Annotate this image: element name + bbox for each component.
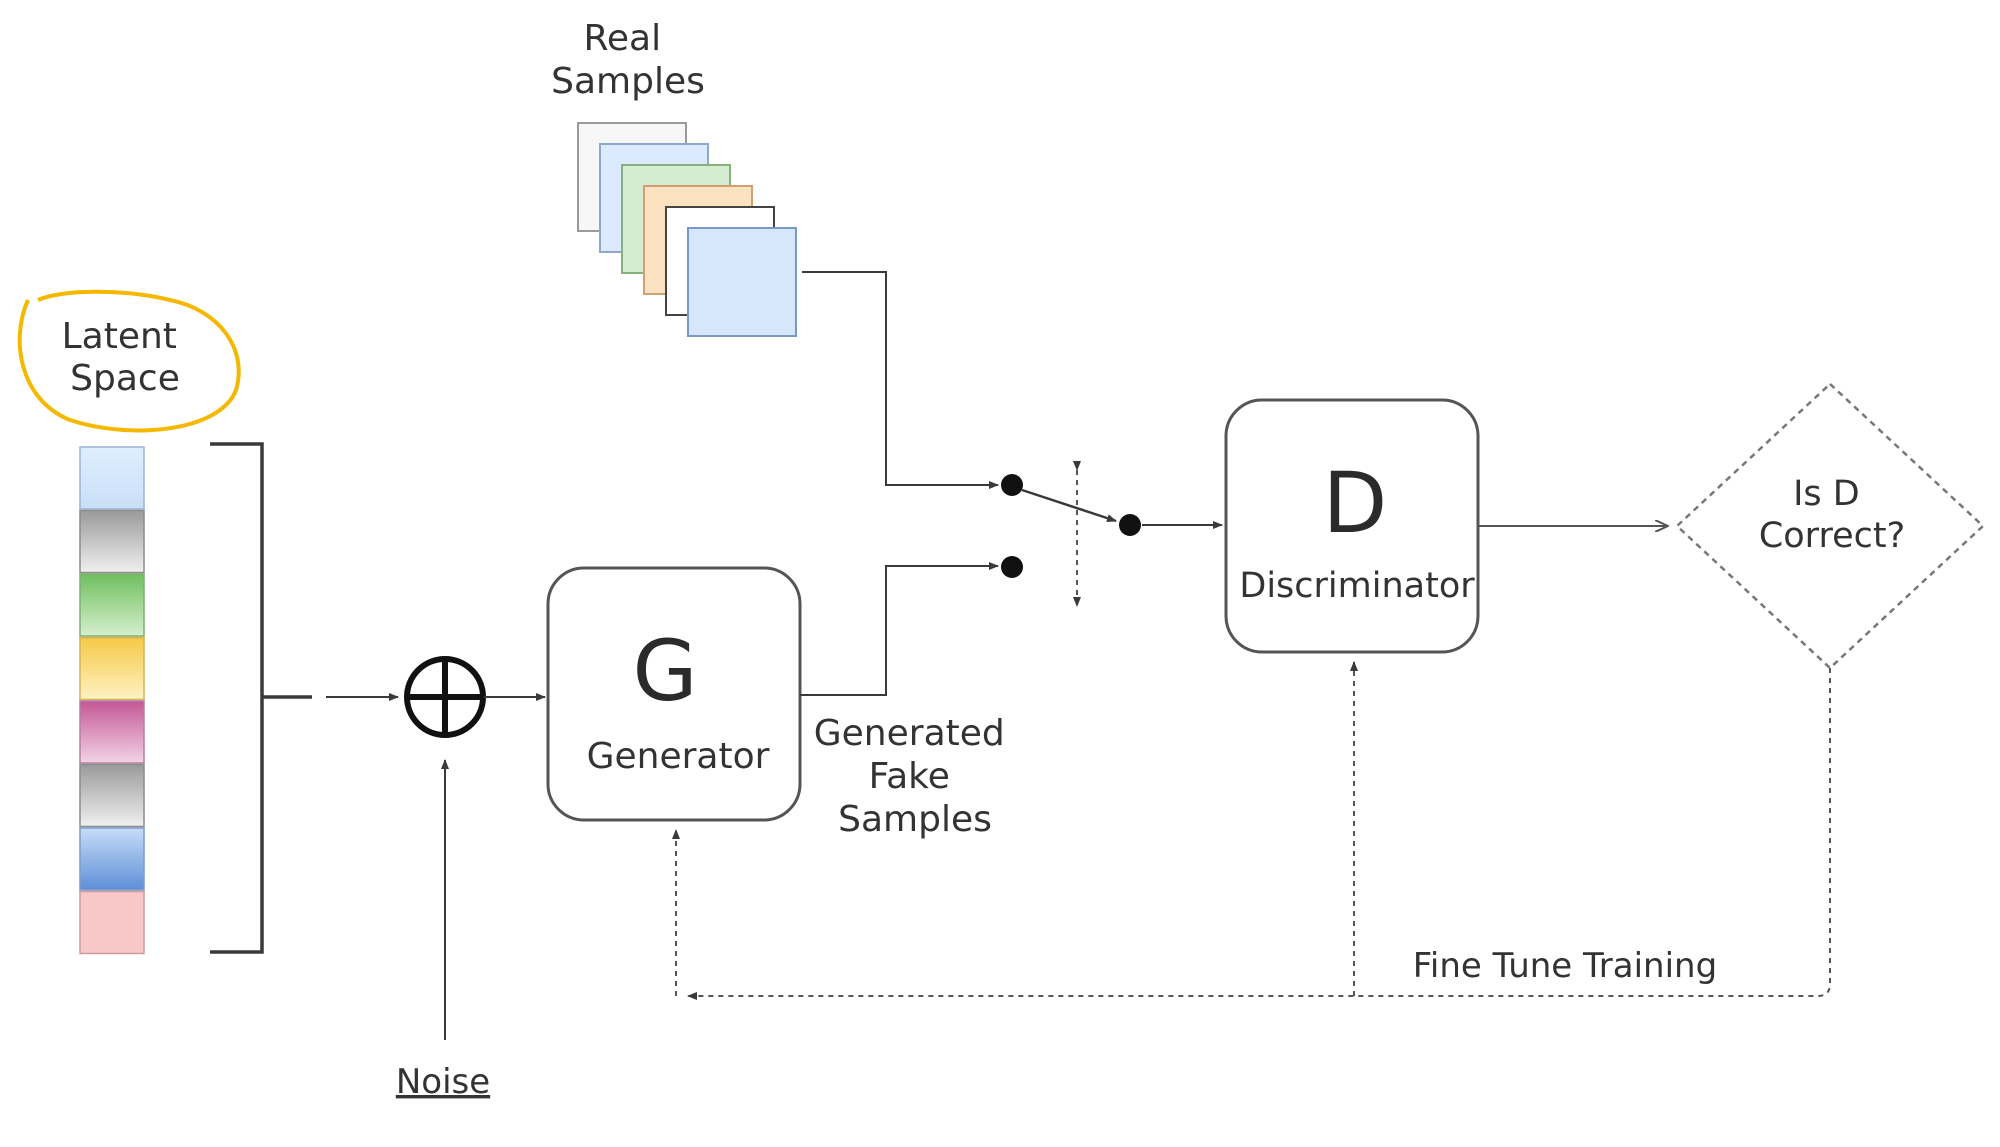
- fake-samples-label: Generated Fake Samples: [814, 713, 1016, 840]
- fine-tune-label: Fine Tune Training: [1413, 946, 1717, 986]
- noise-label: Noise: [396, 1062, 490, 1102]
- generator-label: Generator: [587, 736, 770, 777]
- discriminator-letter: D: [1323, 454, 1388, 552]
- latent-cell-green: [79, 573, 145, 637]
- switch-pivot: [1119, 514, 1141, 536]
- latent-vector: [79, 446, 145, 955]
- latent-cell-gray: [79, 509, 145, 574]
- real-samples-label: Real Samples: [551, 18, 705, 102]
- latent-space-label: Latent Space: [62, 316, 189, 399]
- generator-output-path: [800, 562, 999, 696]
- sum-node-icon: [404, 656, 486, 738]
- latent-space-highlight-circle: [17, 289, 241, 433]
- switch-lever: [1021, 488, 1117, 523]
- decision-diamond: [1675, 382, 1985, 670]
- generator-letter: G: [632, 622, 697, 720]
- latent-cell-blue: [79, 827, 145, 891]
- latent-cell-gray-2: [79, 763, 145, 828]
- real-samples-stack: [577, 122, 797, 337]
- discriminator-label: Discriminator: [1239, 566, 1475, 606]
- switch-contact-real: [1001, 474, 1023, 496]
- latent-cell-yellow: [79, 636, 145, 701]
- switch-contact-fake: [1001, 556, 1023, 578]
- latent-cell-light-blue: [79, 446, 145, 510]
- decision-label: Is D Correct?: [1759, 474, 1905, 556]
- sample-card-blue-front: [687, 227, 797, 337]
- latent-cell-rose: [79, 890, 145, 955]
- latent-cell-pink: [79, 700, 145, 764]
- latent-bracket: [210, 442, 264, 954]
- real-samples-path: [802, 271, 999, 489]
